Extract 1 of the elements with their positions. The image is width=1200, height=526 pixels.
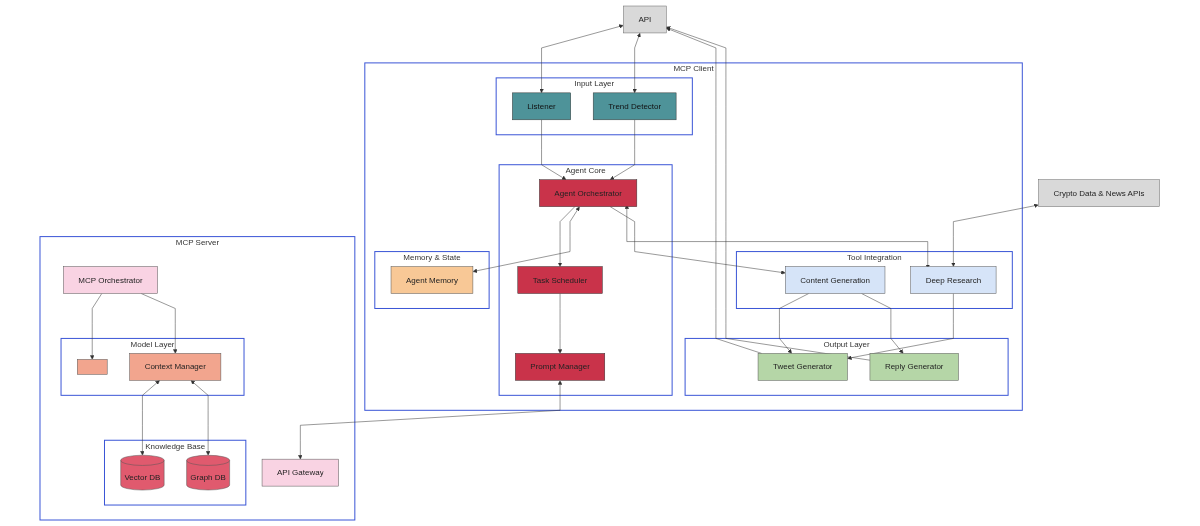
node-box: [77, 359, 108, 375]
